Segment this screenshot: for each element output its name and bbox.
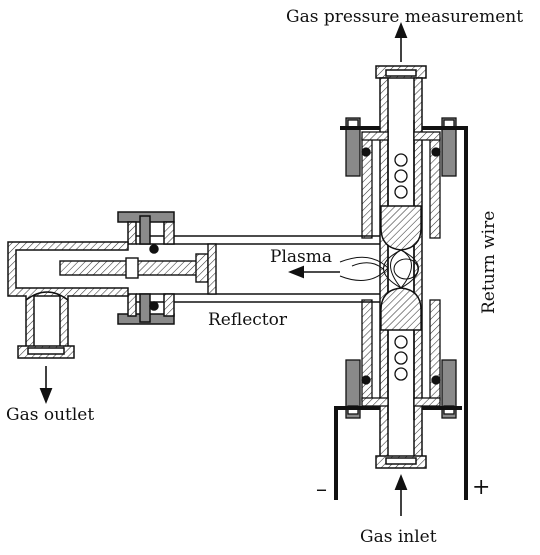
label-plasma: Plasma	[270, 247, 332, 267]
label-gas-inlet: Gas inlet	[360, 527, 437, 547]
wiring	[334, 126, 468, 500]
coil-bottom	[394, 335, 408, 381]
label-reflector: Reflector	[208, 310, 288, 330]
label-gas-outlet: Gas outlet	[6, 405, 94, 425]
label-plus: +	[472, 475, 490, 500]
outlet-cross	[7, 241, 129, 359]
return-wire	[462, 126, 468, 500]
upper-electrode	[380, 205, 422, 251]
label-minus: –	[316, 477, 327, 502]
lower-electrode	[380, 287, 422, 331]
arrows	[39, 22, 408, 516]
electrode-jacket-top	[361, 131, 441, 239]
reflector-assembly	[59, 243, 217, 295]
top-flange-clamps	[340, 117, 462, 177]
negative-wire	[334, 406, 340, 500]
plasma-discharge	[339, 249, 419, 289]
label-return-wire: Return wire	[479, 211, 499, 314]
coil-top	[394, 153, 408, 199]
bottom-flange-clamps	[340, 359, 462, 419]
horizontal-arm	[117, 211, 380, 325]
label-gas-pressure: Gas pressure measurement	[286, 7, 523, 27]
